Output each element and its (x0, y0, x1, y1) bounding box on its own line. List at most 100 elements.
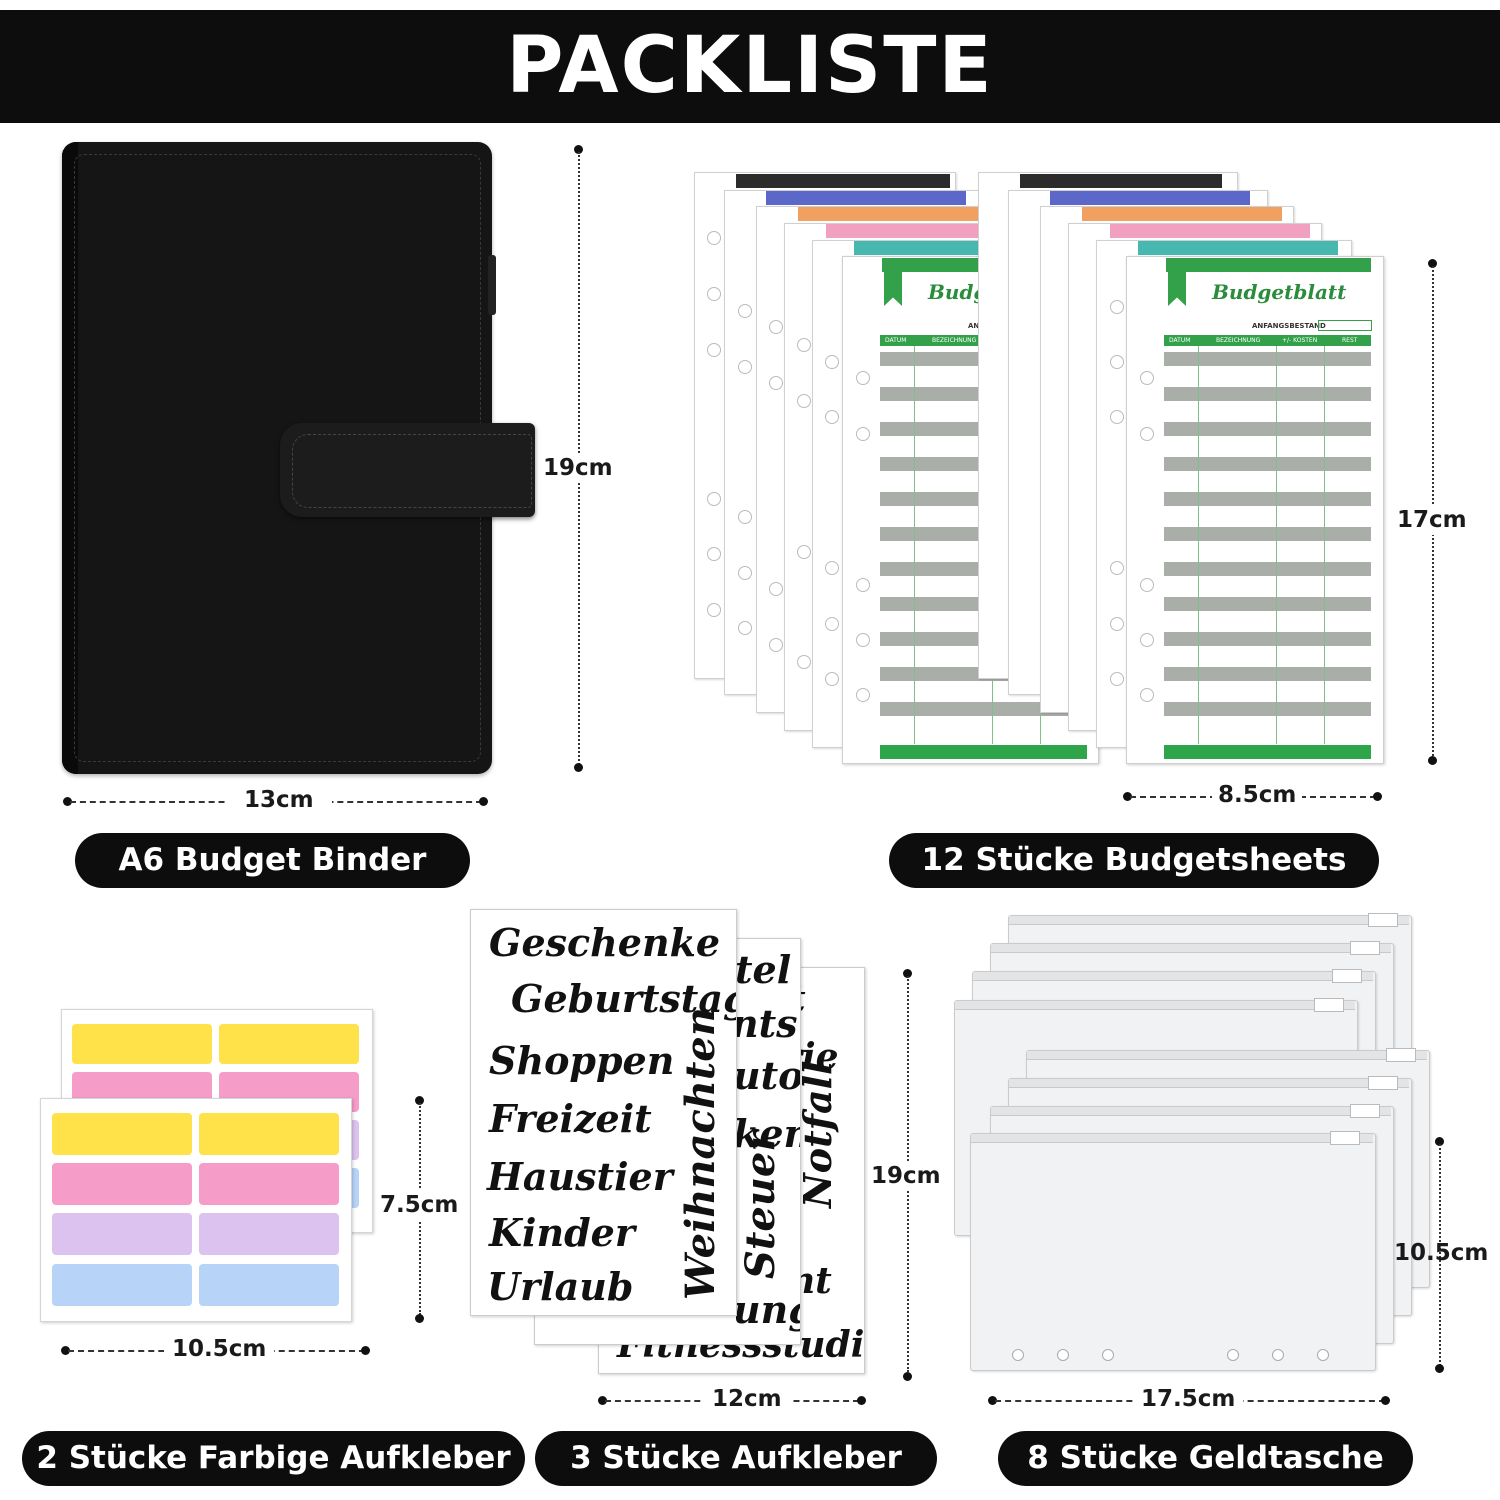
punch-hole (825, 672, 839, 686)
sticker-word-vertical: Weihnachten (677, 1007, 724, 1300)
punch-hole (1140, 688, 1154, 702)
dim-dot (1428, 259, 1437, 268)
sheet-start-label: ANFANGSBESTAND (1252, 322, 1326, 330)
col-rest: REST (1342, 337, 1358, 344)
dim-dot (1435, 1137, 1444, 1146)
color-label (72, 1024, 212, 1064)
color-stickers-height-label: 7.5cm (380, 1190, 459, 1220)
sheet-tab (1050, 191, 1250, 205)
dim-dot (361, 1346, 370, 1355)
punch-hole (707, 231, 721, 245)
label-word-stickers: 3 Stücke Aufkleber (535, 1431, 937, 1486)
dim-dot (903, 969, 912, 978)
sheet-tab (1020, 174, 1222, 188)
sheet-tab (1082, 207, 1282, 221)
sticker-word: Geburtstag (511, 976, 737, 1021)
punch-hole (1110, 355, 1124, 369)
pouch-hole (1317, 1349, 1329, 1361)
punch-hole (707, 603, 721, 617)
punch-hole (707, 547, 721, 561)
sheet-tab (798, 207, 998, 221)
punch-hole (707, 492, 721, 506)
sticker-word: Urlaub (487, 1264, 634, 1309)
sheet-tab (1138, 241, 1338, 255)
zipper-pull (1314, 998, 1344, 1012)
zipper-pull (1332, 969, 1362, 983)
dim-dot (479, 797, 488, 806)
dim-dot (1123, 792, 1132, 801)
sheet-row (1164, 667, 1371, 681)
dim-dot (903, 1372, 912, 1381)
sheet-row (1164, 632, 1371, 646)
label-budget-binder: A6 Budget Binder (75, 833, 470, 888)
sheet-tab (826, 224, 1026, 238)
sticker-word-vertical: Steuer (737, 1130, 784, 1279)
punch-hole (1140, 578, 1154, 592)
ribbon-icon (1168, 272, 1186, 306)
sheet-title: Budgetblatt (1212, 280, 1347, 304)
punch-hole (769, 582, 783, 596)
sheet-row (1164, 457, 1371, 471)
sticker-word: ken (733, 1111, 800, 1156)
sheet-row (1164, 597, 1371, 611)
binder-height-label: 19cm (543, 453, 613, 483)
pouch-zip (955, 1001, 1355, 1010)
binder-width-label: 13cm (226, 787, 332, 813)
pouch-zip (1009, 916, 1409, 925)
label-color-stickers: 2 Stücke Farbige Aufkleber (22, 1431, 525, 1486)
sticker-word: Shoppen (489, 1038, 675, 1083)
pouch-front (970, 1133, 1376, 1371)
color-stickers-width-label: 10.5cm (164, 1336, 275, 1362)
color-label (199, 1264, 339, 1306)
color-label (199, 1163, 339, 1205)
binder-strap (280, 423, 535, 517)
color-label (199, 1113, 339, 1155)
sheet-footer (1164, 745, 1371, 759)
dim-dot (63, 797, 72, 806)
sheet-header-row: DATUM BEZEICHNUNG +/- KOSTEN REST (1164, 335, 1371, 346)
binder-strap-stitching (292, 434, 532, 508)
col-desc: BEZEICHNUNG (932, 337, 977, 344)
page-title: PACKLISTE (506, 21, 994, 111)
col-date: DATUM (885, 337, 907, 344)
color-label (52, 1113, 192, 1155)
label-budgetsheets: 12 Stücke Budgetsheets (889, 833, 1379, 888)
sheet-tab (766, 191, 966, 205)
punch-hole (1110, 672, 1124, 686)
punch-hole (856, 427, 870, 441)
dim-dot (415, 1096, 424, 1105)
color-label (219, 1024, 359, 1064)
punch-hole (1110, 410, 1124, 424)
punch-hole (797, 545, 811, 559)
punch-hole (769, 376, 783, 390)
dim-dot (1435, 1364, 1444, 1373)
sheet-row (1164, 387, 1371, 401)
word-stickers-height-label: 19cm (871, 1161, 941, 1191)
sheet-row (1164, 562, 1371, 576)
sheet-row (1164, 702, 1371, 716)
sticker-word: nts (731, 1001, 798, 1046)
dim-dot (574, 145, 583, 154)
punch-hole (707, 343, 721, 357)
zipper-pull (1350, 1104, 1380, 1118)
punch-hole (707, 287, 721, 301)
pouch-zip (973, 972, 1373, 981)
zipper-pull (1350, 941, 1380, 955)
sheets-height-label: 17cm (1397, 505, 1467, 535)
binder-pen-loop (488, 255, 496, 315)
sheet-column-divider (914, 346, 915, 744)
color-label (52, 1163, 192, 1205)
punch-hole (1110, 561, 1124, 575)
dim-dot (1428, 756, 1437, 765)
punch-hole (1110, 617, 1124, 631)
dim-line (1439, 1144, 1441, 1366)
word-sticker-sheet-front: Geschenke Geburtstag Shoppen Freizeit Ha… (470, 909, 737, 1316)
dim-dot (1373, 792, 1382, 801)
punch-hole (856, 371, 870, 385)
label-pouches: 8 Stücke Geldtasche (998, 1431, 1413, 1486)
sticker-word: tel (735, 947, 792, 992)
pouch-hole (1272, 1349, 1284, 1361)
pouch-zip (971, 1134, 1373, 1143)
pouch-zip (991, 944, 1391, 953)
dim-dot (1381, 1396, 1390, 1405)
